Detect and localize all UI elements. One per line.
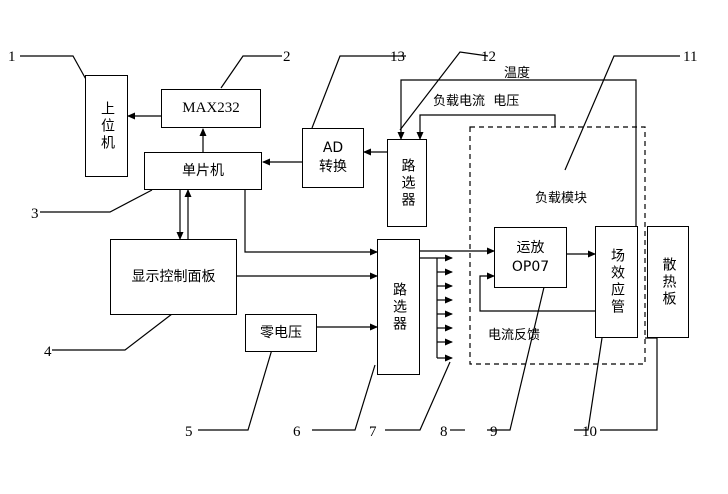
callout-6: 6: [293, 424, 301, 441]
mcu-box: 单片机: [144, 152, 262, 190]
mux-bottom-box: 路选器: [377, 239, 420, 375]
mosfet-label: 场效应管: [607, 248, 626, 316]
mux-top-box: 路选器: [387, 139, 427, 227]
display-panel-label: 显示控制面板: [132, 268, 216, 287]
callout-2: 2: [283, 49, 291, 66]
load-module-label: 负载模块: [535, 187, 587, 206]
callout-8: 8: [440, 424, 448, 441]
callout-3: 3: [31, 206, 39, 223]
callout-13: 13: [390, 49, 405, 66]
heatsink-box: 散热板: [647, 226, 689, 338]
host-pc-label: 上位机: [97, 101, 116, 152]
temperature-label: 温度: [504, 62, 530, 81]
heatsink-label: 散热板: [659, 257, 678, 308]
callout-5: 5: [185, 424, 193, 441]
ad-converter-label: AD 转换: [319, 139, 347, 177]
opamp-box: 运放 OP07: [494, 227, 567, 288]
load-current-voltage-label: 负载电流 电压: [433, 90, 519, 109]
zero-voltage-box: 零电压: [245, 314, 317, 352]
callout-12: 12: [481, 49, 496, 66]
callout-1: 1: [8, 49, 16, 66]
mosfet-box: 场效应管: [595, 226, 638, 338]
callout-9: 9: [490, 424, 498, 441]
current-feedback-label: 电流反馈: [488, 324, 540, 343]
mux-bottom-label: 路选器: [389, 282, 408, 333]
arrow-mcu-to-mux-bottom: [245, 190, 377, 252]
mux-top-label: 路选器: [398, 158, 417, 209]
ad-converter-box: AD 转换: [302, 128, 364, 188]
mcu-label: 单片机: [182, 162, 224, 181]
max232-label: MAX232: [182, 99, 240, 118]
zero-voltage-label: 零电压: [260, 324, 302, 343]
opamp-label: 运放 OP07: [512, 239, 549, 277]
callout-7: 7: [369, 424, 377, 441]
host-pc-box: 上位机: [85, 75, 128, 177]
display-panel-box: 显示控制面板: [110, 239, 237, 315]
callout-4: 4: [44, 344, 52, 361]
callout-11: 11: [683, 49, 697, 66]
callout-10: 10: [582, 424, 597, 441]
mux-output-lines: [420, 258, 452, 358]
max232-box: MAX232: [161, 89, 261, 128]
